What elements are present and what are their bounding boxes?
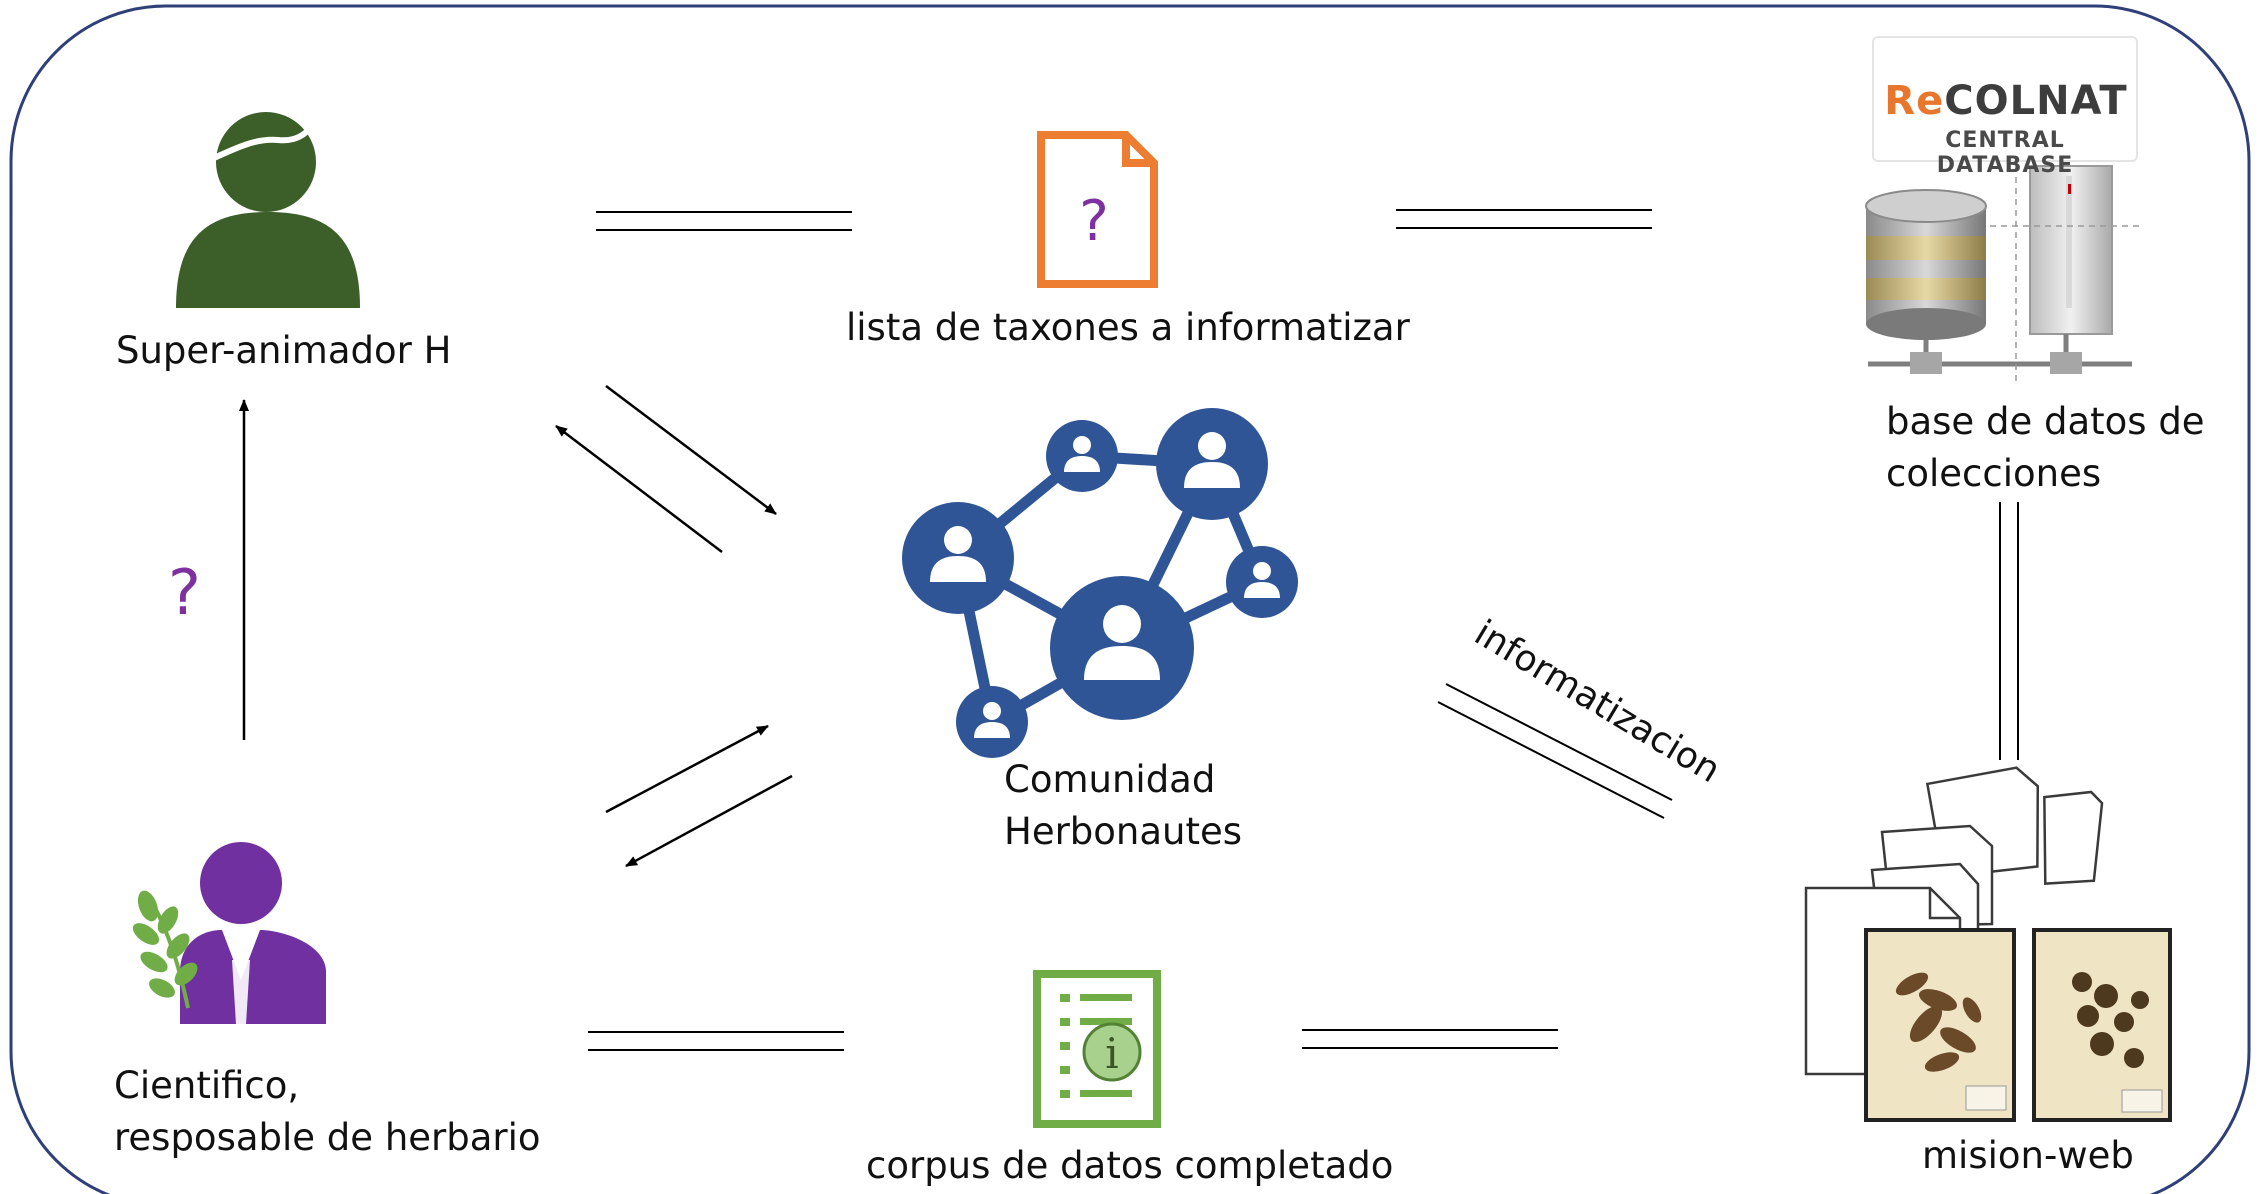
document-question-mark: ? [1079,189,1109,254]
community-label-line1: Comunidad [1004,758,1216,801]
scientist-label-line1: Cientifico, [114,1064,300,1107]
taxa-list-label: lista de taxones a informatizar [846,306,1410,349]
corpus-label: corpus de datos completado [866,1144,1394,1187]
database-label-line1: base de datos de [1886,400,2205,443]
svg-text:i: i [1105,1029,1118,1078]
arrow-animator-to-community [605,385,777,515]
unknown-link-question-mark: ? [168,556,201,629]
web-mission-label: mision-web [1922,1134,2134,1177]
database-label-line2: colecciones [1886,452,2102,495]
link-community-mission [1437,683,1673,819]
link-animator-taxa [596,211,852,231]
link-database-mission [1999,502,2019,760]
community-label-line2: Herbonautes [1004,810,1243,853]
recolnat-logo: ReCOLNAT CENTRAL DATABASE [1872,36,2138,178]
super-animator-label: Super-animador H [116,329,452,372]
link-scientist-corpus [588,1031,844,1051]
diagram-frame [9,4,2251,1194]
link-taxa-database [1396,209,1652,229]
link-corpus-mission [1302,1029,1558,1049]
recolnat-logo-title: ReCOLNAT [1884,78,2128,124]
arrow-community-to-animator [555,425,723,553]
botanist-icon [132,842,326,1024]
digitization-label: informatizacion [1467,613,1727,792]
herbarium-sheets-icon [1804,766,2172,1122]
recolnat-logo-subtitle: CENTRAL DATABASE [1936,128,2074,178]
scientist-label-line2: resposable de herbario [114,1116,541,1159]
document-question-icon: ? [1037,131,1158,288]
info-document-icon: i [1033,970,1161,1128]
database-server-icon [1865,165,2142,384]
arrow-scientist-to-community [605,724,769,814]
arrow-community-to-scientist [625,774,793,868]
people-network-icon [902,408,1298,758]
plant-icon [132,890,198,1009]
person-icon [176,112,360,308]
